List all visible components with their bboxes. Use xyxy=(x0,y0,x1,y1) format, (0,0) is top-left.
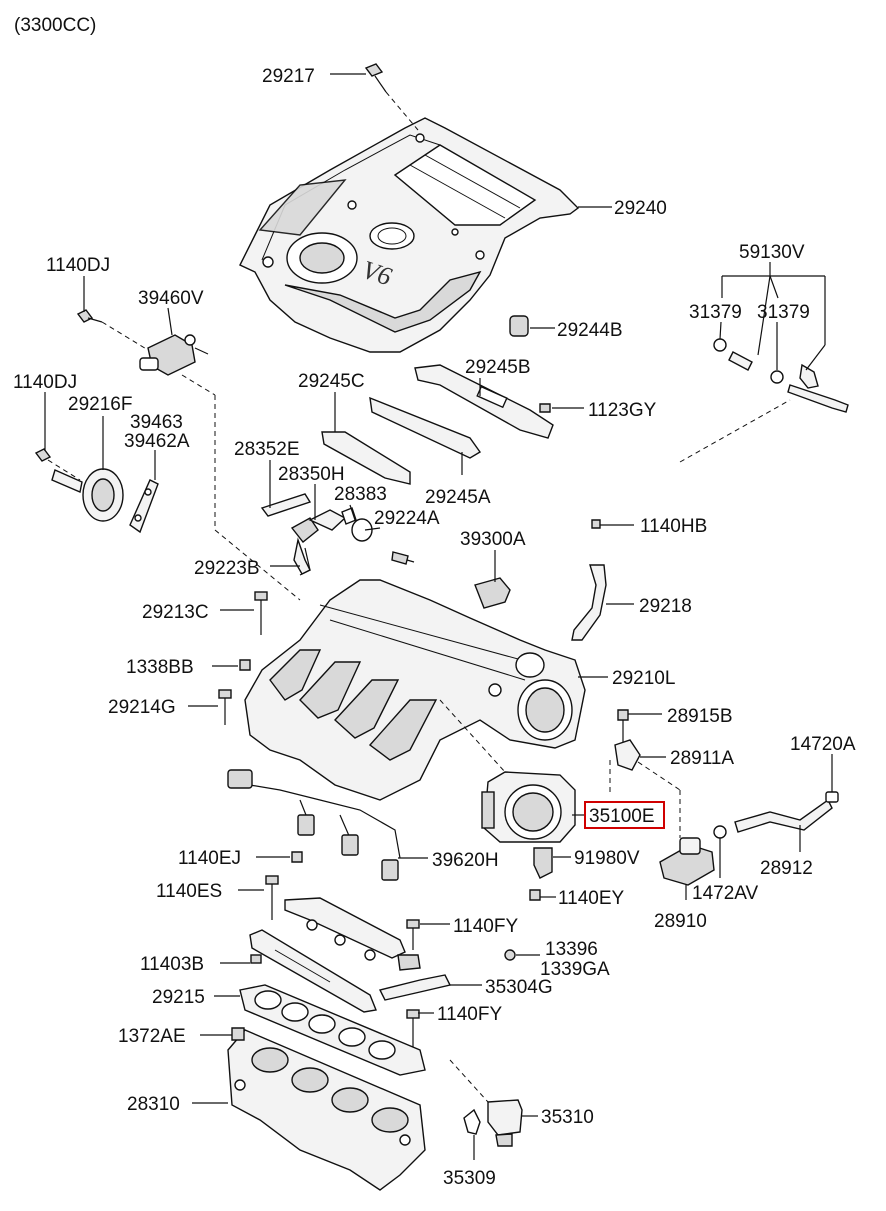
bolt-1140ej xyxy=(291,851,303,863)
bolt-1140dj-lower xyxy=(34,448,81,481)
hose-group xyxy=(260,493,415,575)
label-29223b: 29223B xyxy=(194,558,260,579)
lower-manifold-28310 xyxy=(227,1029,426,1191)
iac-valve-28910 xyxy=(637,761,715,886)
hose-assembly-59130v xyxy=(679,338,849,463)
label-28915b: 28915B xyxy=(667,706,733,727)
label-28350h: 28350H xyxy=(278,464,345,485)
label-1140fy-a: 1140FY xyxy=(453,916,518,937)
label-35310: 35310 xyxy=(541,1107,594,1128)
bolt-1140fy-upper xyxy=(406,919,420,950)
label-39463: 39463 xyxy=(130,412,183,433)
bolt-1140es xyxy=(265,875,279,920)
label-31379-b: 31379 xyxy=(757,302,810,323)
label-1140dj-b: 1140DJ xyxy=(13,372,77,393)
clamp-1472av xyxy=(609,760,727,839)
engine-cover: V6 xyxy=(239,117,580,353)
label-29240: 29240 xyxy=(614,198,667,219)
label-29215: 29215 xyxy=(152,987,205,1008)
label-1123gy: 1123GY xyxy=(588,400,657,421)
label-29218: 29218 xyxy=(639,596,692,617)
label-11403b: 11403B xyxy=(140,954,204,975)
label-29213c: 29213C xyxy=(142,602,209,623)
label-28310: 28310 xyxy=(127,1094,180,1115)
label-35304g: 35304G xyxy=(485,977,553,998)
wiring-harness-39620h xyxy=(227,769,401,881)
bolt-1123gy xyxy=(539,403,551,413)
label-13396: 13396 xyxy=(545,939,598,960)
bolt-1140fy-lower xyxy=(406,1009,420,1050)
label-28912: 28912 xyxy=(760,858,813,879)
label-1140ej: 1140EJ xyxy=(178,848,241,869)
hose-28912 xyxy=(734,791,839,833)
bolt-1372ae xyxy=(231,1027,245,1041)
throttle-body xyxy=(439,699,576,843)
label-1472av: 1472AV xyxy=(692,883,759,904)
label-31379-a: 31379 xyxy=(689,302,742,323)
label-28383: 28383 xyxy=(334,484,387,505)
label-39300a: 39300A xyxy=(460,529,526,550)
rubber-mount-29244b xyxy=(509,315,529,337)
sensor-39300a xyxy=(474,577,511,609)
label-91980v: 91980V xyxy=(574,848,640,869)
label-1140fy-b: 1140FY xyxy=(437,1004,502,1025)
label-29217: 29217 xyxy=(262,66,315,87)
label-39462a: 39462A xyxy=(124,431,190,452)
label-29210l: 29210L xyxy=(612,668,675,689)
label-29214g: 29214G xyxy=(108,697,176,718)
label-1140dj-a: 1140DJ xyxy=(46,255,110,276)
label-28910: 28910 xyxy=(654,911,707,932)
gasket-29215 xyxy=(239,984,426,1076)
label-29245c: 29245C xyxy=(298,371,365,392)
bolt-1140hb xyxy=(591,519,601,529)
label-1339ga: 1339GA xyxy=(540,959,610,980)
label-29244b: 29244B xyxy=(557,320,623,341)
leader-lines xyxy=(44,73,833,1160)
bracket-29245c xyxy=(321,431,411,485)
label-59130v: 59130V xyxy=(739,242,805,263)
engine-displacement-header: (3300CC) xyxy=(14,15,96,36)
label-39620h: 39620H xyxy=(432,850,499,871)
intake-manifold xyxy=(244,579,586,801)
bracket-29245b xyxy=(414,364,554,439)
injector-35310 xyxy=(449,1059,523,1147)
fuel-rail xyxy=(249,897,452,1013)
bracket-28911a xyxy=(614,739,641,771)
bolt-29213c xyxy=(254,591,268,635)
label-39460v: 39460V xyxy=(138,288,204,309)
bracket-39462a xyxy=(129,479,159,534)
bracket-29245a xyxy=(369,396,482,459)
bolt-28915b xyxy=(617,709,629,742)
bracket-29218 xyxy=(571,564,607,641)
bolt-29217 xyxy=(364,63,419,131)
label-29245b: 29245B xyxy=(465,357,531,378)
label-35309: 35309 xyxy=(443,1168,496,1189)
label-28352e: 28352E xyxy=(234,439,300,460)
label-14720a: 14720A xyxy=(790,734,856,755)
bolt-29214g xyxy=(218,689,232,725)
label-1140hb: 1140HB xyxy=(640,516,707,537)
clip-13396 xyxy=(504,949,516,961)
bolt-1140ey xyxy=(529,889,541,901)
label-29245a: 29245A xyxy=(425,487,491,508)
label-28911a: 28911A xyxy=(670,748,734,769)
label-29224a: 29224A xyxy=(374,508,440,529)
tube-29223b xyxy=(181,374,311,601)
label-35100e: 35100E xyxy=(589,806,655,827)
label-29216f: 29216F xyxy=(68,394,132,415)
bolt-11403b xyxy=(250,954,262,964)
label-1140es: 1140ES xyxy=(156,881,222,902)
bolt-1140dj-upper xyxy=(76,309,149,351)
label-1140ey: 1140EY xyxy=(558,888,625,909)
label-1372ae: 1372AE xyxy=(118,1026,186,1047)
highlight-box-35100e xyxy=(584,801,665,829)
label-1338bb: 1338BB xyxy=(126,657,194,678)
bracket-91980v xyxy=(533,847,553,879)
solenoid-valve-39460v xyxy=(139,334,209,376)
bolt-1338bb xyxy=(239,659,251,671)
part-labels: 29217 29240 59130V 31379 31379 1140DJ 39… xyxy=(13,66,856,1189)
clip-35309 xyxy=(463,1108,481,1135)
valve-29216f xyxy=(51,468,124,522)
